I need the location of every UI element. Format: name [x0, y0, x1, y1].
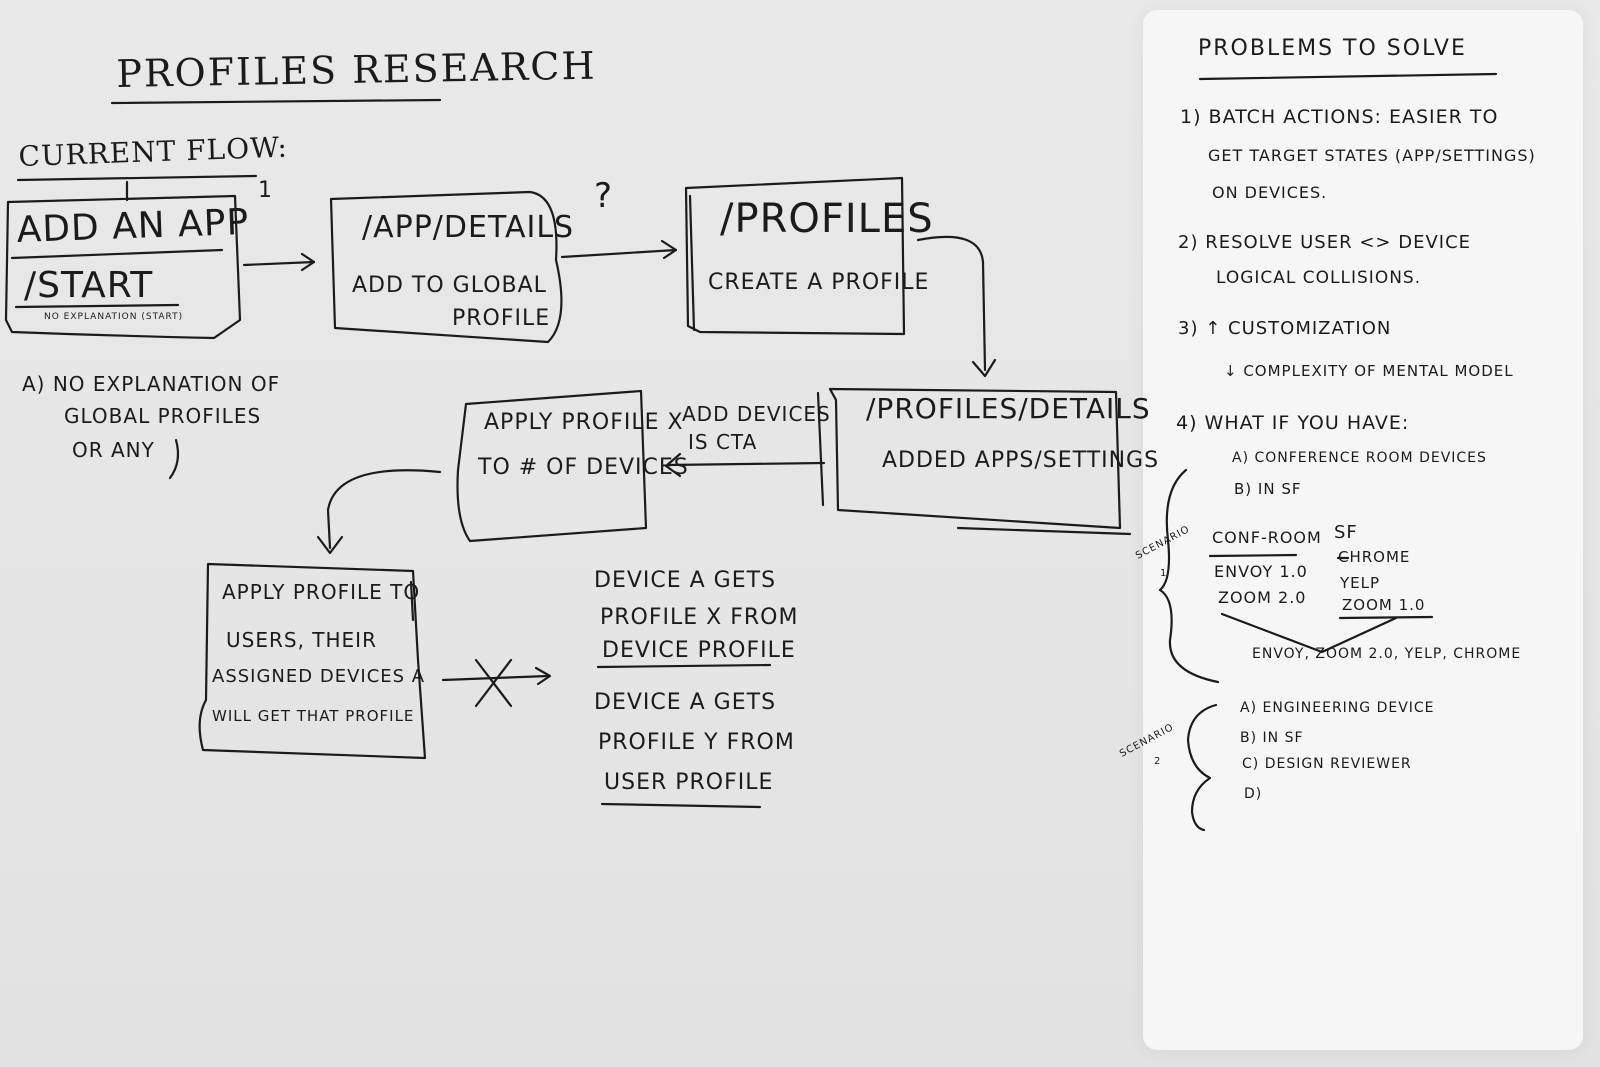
arrow-4 — [666, 461, 826, 467]
sf-item-3: ZOOM 1.0 — [1342, 596, 1426, 614]
apply-users-line-2: USERS, THEIR — [226, 628, 377, 652]
box-apply-device — [456, 389, 648, 543]
cta-note-1: ADD DEVICES — [682, 402, 831, 426]
scenario-2-item-2: B) IN SF — [1240, 730, 1304, 746]
outcome-device-3: DEVICE PROFILE — [602, 638, 796, 663]
arrow-3 — [916, 235, 987, 372]
app-details-heading: /APP/DETAILS — [362, 210, 575, 245]
scenario-2-number: 2 — [1154, 756, 1162, 767]
panel-item-3-line-1: 3) ↑ CUSTOMIZATION — [1178, 318, 1392, 339]
apply-device-line-1: APPLY PROFILE X — [484, 410, 684, 435]
panel-title-underline — [1198, 72, 1498, 81]
sf-header: SF — [1334, 522, 1358, 543]
box-profiles-details — [828, 387, 1122, 530]
box-app-details — [329, 190, 563, 344]
outcome-user-2: PROFILE Y FROM — [598, 730, 795, 755]
app-details-body-1: ADD TO GLOBAL — [352, 273, 547, 298]
panel-item-1-line-3: ON DEVICES. — [1212, 183, 1328, 202]
arrow-5 — [326, 469, 442, 550]
panel-item-4-line-2: A) CONFERENCE ROOM DEVICES — [1232, 450, 1487, 466]
outcome-device-1: DEVICE A GETS — [594, 568, 777, 593]
outcome-user-3: USER PROFILE — [604, 770, 774, 795]
problems-panel — [1143, 10, 1583, 1050]
panel-item-4-line-3: B) IN SF — [1234, 480, 1302, 498]
sf-item-1: CHROME — [1338, 548, 1411, 566]
board-title: PROFILES RESEARCH — [116, 43, 597, 96]
profiles-heading: /PROFILES — [720, 196, 934, 242]
box-apply-users — [198, 562, 427, 760]
question-mark: ? — [594, 176, 614, 216]
panel-item-3-line-2: ↓ COMPLEXITY OF MENTAL MODEL — [1224, 362, 1514, 380]
conf-room-item-1: ENVOY 1.0 — [1214, 562, 1308, 581]
apply-users-line-1: APPLY PROFILE TO — [222, 580, 421, 604]
add-app-heading: ADD AN APP — [16, 201, 250, 251]
brace-scenario-1 — [1158, 468, 1220, 684]
arrow-crossed — [441, 674, 550, 682]
arrow-2 — [560, 248, 678, 259]
app-details-body-2: PROFILE — [452, 306, 551, 331]
panel-item-2-line-2: LOGICAL COLLISIONS. — [1216, 268, 1422, 288]
profiles-details-heading: /PROFILES/DETAILS — [866, 392, 1151, 425]
step-number: 1 — [258, 178, 273, 203]
panel-item-1-line-2: GET TARGET STATES (APP/SETTINGS) — [1208, 146, 1536, 165]
sf-item-2: YELP — [1340, 574, 1381, 592]
scenario-2-item-1: A) ENGINEERING DEVICE — [1240, 700, 1435, 716]
cta-note-2: IS CTA — [688, 430, 758, 454]
scenario-2-item-3: C) DESIGN REVIEWER — [1242, 756, 1412, 772]
current-flow-underline — [16, 174, 258, 182]
note-a-line-1: A) NO EXPLANATION OF — [22, 372, 281, 396]
conf-room-item-2: ZOOM 2.0 — [1218, 588, 1307, 607]
box-profiles — [684, 176, 906, 336]
panel-item-1-line-1: 1) BATCH ACTIONS: EASIER TO — [1180, 106, 1499, 128]
apply-users-line-3: ASSIGNED DEVICES A — [212, 666, 426, 687]
panel-item-4-line-1: 4) WHAT IF YOU HAVE: — [1176, 412, 1410, 434]
arrow-1 — [242, 260, 316, 267]
panel-title: PROBLEMS TO SOLVE — [1198, 36, 1467, 61]
profiles-details-body: ADDED APPS/SETTINGS — [882, 448, 1160, 473]
note-a-line-2: GLOBAL PROFILES — [64, 404, 262, 428]
add-app-sub: /START — [24, 265, 154, 306]
panel-item-2-line-1: 2) RESOLVE USER <> DEVICE — [1178, 232, 1472, 253]
add-app-note: NO EXPLANATION (START) — [44, 312, 184, 322]
outcome-device-2: PROFILE X FROM — [600, 605, 799, 630]
scenario-1-result: ENVOY, ZOOM 2.0, YELP, CHROME — [1252, 646, 1522, 662]
outcome-user-1: DEVICE A GETS — [594, 690, 777, 715]
brace-scenario-2 — [1186, 703, 1218, 832]
conf-room-header: CONF-ROOM — [1212, 528, 1322, 547]
scenario-2-item-4: D) — [1244, 786, 1263, 802]
note-a-line-3: OR ANY — [72, 438, 155, 462]
scenario-1-number: 1 — [1160, 568, 1168, 579]
apply-users-line-4: WILL GET THAT PROFILE — [212, 707, 415, 725]
box-add-app — [4, 194, 242, 340]
profiles-body: CREATE A PROFILE — [708, 270, 930, 295]
title-underline — [110, 98, 442, 105]
apply-device-line-2: TO # OF DEVICES — [478, 455, 689, 480]
